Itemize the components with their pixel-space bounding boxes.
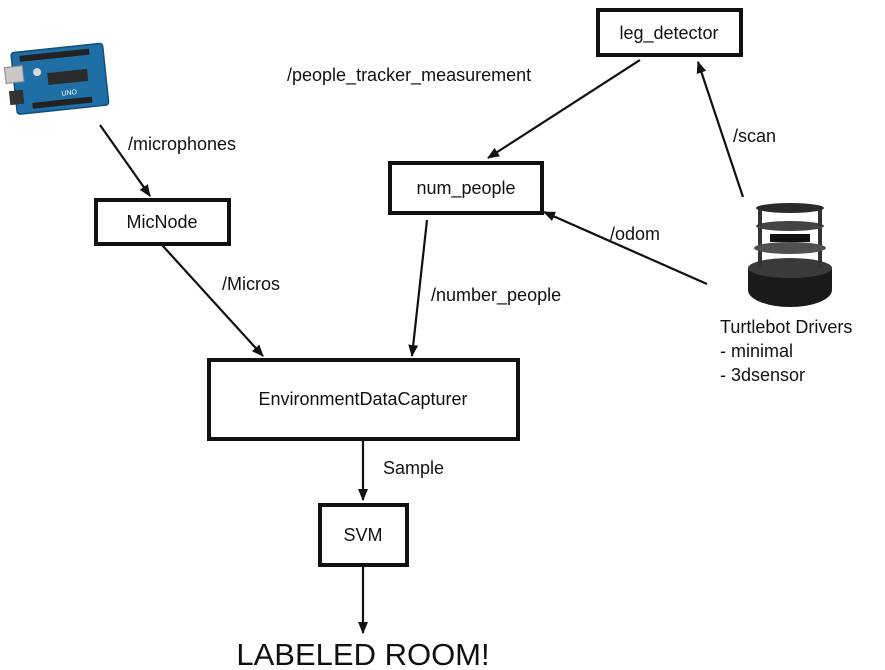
turtlebot-caption: Turtlebot Drivers - minimal - 3dsensor: [720, 317, 852, 385]
edge-label-micros: /Micros: [222, 274, 280, 294]
edge-people-tracker-arrow: [487, 59, 641, 159]
node-environment-data-capturer: EnvironmentDataCapturer: [207, 358, 520, 441]
node-leg-detector-label: leg_detector: [619, 23, 718, 44]
node-capturer-label: EnvironmentDataCapturer: [258, 389, 467, 409]
edge-number-people-arrow: [408, 219, 429, 357]
edge-label-people-tracker: /people_tracker_measurement: [287, 65, 531, 86]
edge-microphones-arrow: [99, 124, 151, 197]
turtlebot-item-minimal: - minimal: [720, 341, 793, 361]
edge-label-scan: /scan: [733, 126, 776, 146]
edge-label-odom: /odom: [610, 224, 660, 244]
node-svm-label: SVM: [343, 525, 382, 545]
edge-odom-arrow: [543, 210, 708, 286]
edge-micros-arrow: [161, 244, 264, 357]
node-micnode-label: MicNode: [126, 212, 197, 232]
node-micnode: MicNode: [94, 198, 231, 246]
edge-label-microphones: /microphones: [128, 134, 236, 154]
turtlebot-robot-icon: [748, 203, 832, 307]
node-leg-detector: leg_detector: [596, 8, 743, 57]
edge-label-number-people: /number_people: [431, 285, 561, 306]
turtlebot-item-3dsensor: - 3dsensor: [720, 365, 805, 385]
svg-text:UNO: UNO: [61, 89, 78, 98]
turtlebot-title: Turtlebot Drivers: [720, 317, 852, 337]
edge-scan-arrow: [696, 61, 745, 198]
output-label: LABELED ROOM!: [236, 637, 489, 670]
arduino-board-icon: UNO: [3, 42, 110, 115]
node-num-people-label: num_people: [416, 178, 515, 199]
node-svm: SVM: [318, 503, 409, 567]
edge-label-sample: Sample: [383, 458, 444, 478]
node-num-people: num_people: [388, 161, 544, 215]
